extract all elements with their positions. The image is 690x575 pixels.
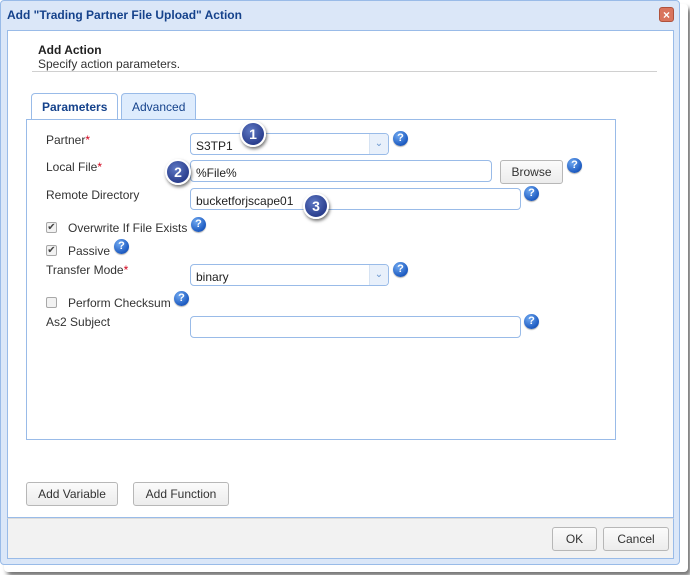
help-icon[interactable]: ?	[524, 186, 539, 201]
header-divider	[32, 71, 657, 72]
remote-directory-label: Remote Directory	[46, 188, 140, 202]
as2-subject-input[interactable]	[190, 316, 521, 338]
required-marker: *	[85, 133, 91, 147]
local-file-input[interactable]: %File%	[190, 160, 492, 182]
chevron-down-icon[interactable]: ⌄	[369, 265, 388, 285]
help-icon[interactable]: ?	[393, 131, 408, 146]
help-icon[interactable]: ?	[393, 262, 408, 277]
tab-parameters[interactable]: Parameters	[31, 93, 119, 121]
partner-label: Partner*	[46, 133, 90, 147]
help-icon[interactable]: ?	[114, 239, 129, 254]
transfer-mode-label: Transfer Mode*	[46, 263, 128, 277]
help-icon[interactable]: ?	[524, 314, 539, 329]
checksum-label: Perform Checksum	[68, 296, 171, 310]
transfer-mode-select[interactable]: binary ⌄	[190, 264, 389, 286]
partner-select[interactable]: S3TP1 ⌄	[190, 133, 389, 155]
add-function-button[interactable]: Add Function	[133, 482, 229, 506]
required-marker: *	[97, 160, 103, 174]
tab-advanced[interactable]: Advanced	[121, 93, 197, 119]
callout-badge-2: 2	[165, 159, 191, 185]
required-marker: *	[123, 263, 129, 277]
dialog-window: Add "Trading Partner File Upload" Action…	[0, 0, 680, 565]
partner-label-text: Partner	[46, 133, 86, 147]
close-icon[interactable]: ×	[659, 7, 674, 22]
help-icon[interactable]: ?	[567, 158, 582, 173]
passive-label: Passive	[68, 244, 111, 258]
transfer-mode-value: binary	[196, 270, 229, 284]
ok-button[interactable]: OK	[552, 527, 597, 551]
title-bar: Add "Trading Partner File Upload" Action…	[1, 1, 679, 29]
help-icon[interactable]: ?	[174, 291, 189, 306]
overwrite-label: Overwrite If File Exists	[68, 221, 188, 235]
help-icon[interactable]: ?	[191, 217, 206, 232]
local-file-label-text: Local File	[46, 160, 98, 174]
callout-badge-3: 3	[303, 193, 329, 219]
passive-checkbox[interactable]: ✔	[46, 245, 57, 256]
section-subtitle: Specify action parameters.	[38, 57, 181, 71]
overwrite-checkbox[interactable]: ✔	[46, 222, 57, 233]
parameters-panel: Partner* S3TP1 ⌄ ? Local File* %File% Br…	[26, 119, 616, 440]
cancel-button[interactable]: Cancel	[603, 527, 669, 551]
partner-value: S3TP1	[196, 139, 233, 153]
add-variable-button[interactable]: Add Variable	[26, 482, 118, 506]
as2-subject-label: As2 Subject	[46, 315, 111, 329]
dialog-title: Add "Trading Partner File Upload" Action	[7, 8, 242, 22]
local-file-label: Local File*	[46, 160, 102, 174]
remote-directory-input[interactable]: bucketforjscape01	[190, 188, 521, 210]
callout-badge-1: 1	[240, 121, 266, 147]
dialog-body: Add Action Specify action parameters. Pa…	[7, 30, 674, 518]
checksum-checkbox[interactable]	[46, 297, 57, 308]
transfer-mode-label-text: Transfer Mode	[46, 263, 124, 277]
chevron-down-icon[interactable]: ⌄	[369, 134, 388, 154]
section-title: Add Action	[38, 43, 102, 57]
dialog-footer: OK Cancel	[7, 518, 674, 559]
browse-button[interactable]: Browse	[500, 160, 563, 184]
